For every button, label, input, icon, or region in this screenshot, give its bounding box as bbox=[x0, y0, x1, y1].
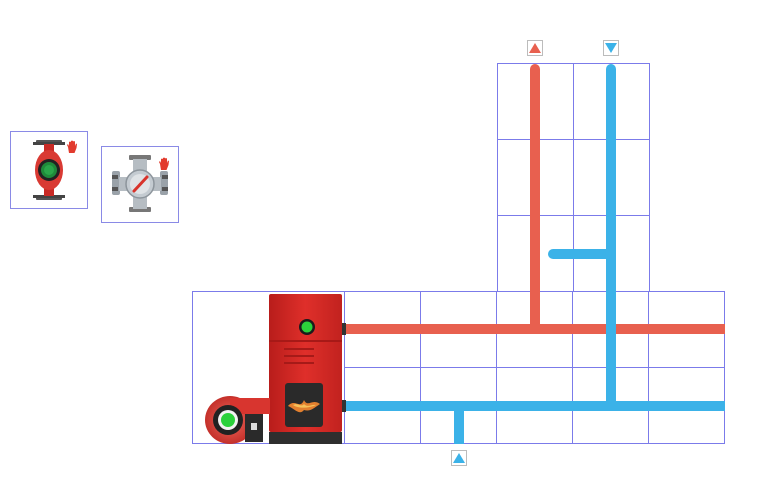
hot-supply-riser[interactable] bbox=[530, 64, 540, 330]
cold-return-main[interactable] bbox=[344, 401, 725, 411]
boiler[interactable] bbox=[200, 294, 346, 444]
palette-tile-mixing-valve[interactable] bbox=[101, 146, 179, 223]
cold-inlet-pipe[interactable] bbox=[454, 405, 464, 444]
flame-icon bbox=[288, 400, 320, 413]
burner-icon bbox=[205, 396, 270, 444]
arrow-up-icon bbox=[529, 43, 541, 53]
pump-icon bbox=[33, 140, 65, 200]
hot-supply-main[interactable] bbox=[344, 324, 725, 334]
flow-marker-cold-inlet[interactable] bbox=[451, 450, 467, 466]
cold-return-riser[interactable] bbox=[606, 64, 616, 410]
arrow-down-icon bbox=[605, 43, 617, 53]
hand-icon bbox=[159, 157, 169, 170]
flow-marker-return-in[interactable] bbox=[603, 40, 619, 56]
mixing-valve-icon bbox=[112, 155, 168, 212]
hand-icon bbox=[67, 140, 77, 153]
boiler-icon bbox=[205, 294, 346, 444]
flow-marker-supply-out[interactable] bbox=[527, 40, 543, 56]
cold-bypass-branch[interactable] bbox=[548, 249, 612, 259]
palette-tile-pump[interactable] bbox=[10, 131, 88, 209]
arrow-up-icon bbox=[453, 453, 465, 463]
